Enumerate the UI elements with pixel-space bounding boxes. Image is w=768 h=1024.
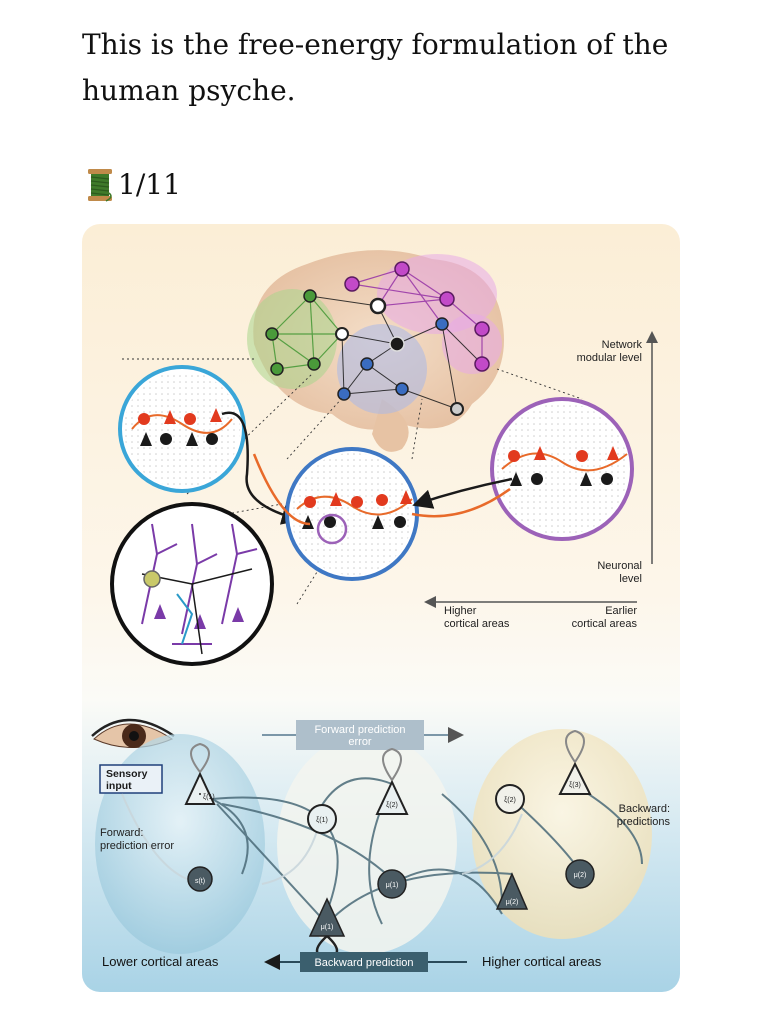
label-network-1: Network (602, 339, 643, 351)
level-3-nodes (495, 729, 595, 910)
sym-mu-v1: μ(1) (386, 882, 399, 889)
backward-prediction-arrow (264, 952, 467, 972)
brain-nodes (265, 261, 490, 416)
sym-s: s(t) (195, 878, 205, 885)
label-earlier-2: cortical areas (572, 618, 638, 630)
label-backward-1: Backward: (619, 803, 670, 815)
label-forward-prediction-2: error (348, 736, 372, 748)
label-higher-2: cortical areas (444, 618, 510, 630)
sym-xi-v3: ξ(3) (569, 782, 581, 789)
label-lower-areas: Lower cortical areas (102, 954, 219, 969)
spool-of-thread-icon (88, 169, 112, 202)
level-1-nodes (184, 742, 216, 892)
label-neuronal-1: Neuronal (597, 560, 642, 572)
sym-xi-v2: ξ(2) (386, 802, 398, 809)
sym-mu-v2: μ(2) (506, 899, 519, 906)
scale-axis (424, 331, 658, 608)
label-higher-areas: Higher cortical areas (482, 954, 602, 969)
cortical-column-cyan (118, 365, 302, 525)
thread-counter: 1/11 (84, 165, 181, 205)
label-backward-prediction: Backward prediction (314, 957, 413, 969)
sym-xi-x2: ξ(2) (504, 797, 516, 804)
label-higher-1: Higher (444, 605, 477, 617)
label-forward-pe-1: Forward: (100, 827, 143, 839)
label-sensory-2: input (106, 780, 132, 792)
label-neuronal-2: level (619, 573, 642, 585)
post-text: This is the free-energy formulation of t… (82, 28, 669, 107)
sym-mu-x2: μ(2) (574, 872, 587, 879)
sensory-input-box (99, 764, 163, 794)
sym-xi-v1: ξ(1) (203, 794, 215, 801)
cortical-column-purple (411, 397, 634, 541)
post-image[interactable]: Network modular level Neuronal level Hig… (82, 224, 680, 992)
neuron-microcircuit (110, 502, 274, 666)
level-2-ellipse (277, 734, 457, 954)
thread-counter-text: 1/11 (118, 168, 181, 201)
label-backward-2: predictions (617, 816, 671, 828)
level-2-nodes (307, 747, 409, 961)
label-forward-prediction-1: Forward prediction (314, 724, 405, 736)
label-sensory-1: Sensory (106, 768, 148, 780)
label-earlier-1: Earlier (605, 605, 637, 617)
free-energy-figure: Network modular level Neuronal level Hig… (91, 250, 671, 972)
sym-mu-x1: μ(1) (321, 924, 334, 931)
brain-network (247, 250, 504, 452)
label-forward-pe-2: prediction error (100, 840, 174, 852)
label-network-2: modular level (577, 352, 642, 364)
forward-prediction-error-arrow (262, 720, 464, 750)
cortical-column-blue (252, 447, 419, 581)
sym-xi-x1: ξ(1) (316, 817, 328, 824)
